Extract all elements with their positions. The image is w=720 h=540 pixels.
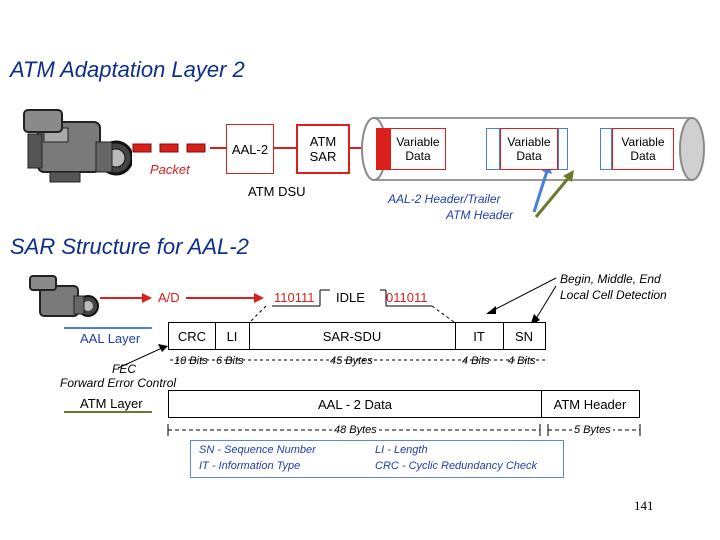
atm-sar-label: ATM SAR (309, 134, 337, 164)
field-li: LI (215, 323, 250, 349)
bits-li: 6 Bits (216, 355, 244, 367)
field-sn: SN (503, 323, 545, 349)
legend-it: IT - Information Type (199, 460, 301, 472)
aal2-data-label: AAL - 2 Data (318, 396, 392, 412)
sar-title: SAR Structure for AAL-2 (10, 234, 249, 259)
atm-header-field-label: ATM Header (553, 396, 627, 412)
legend-sn: SN - Sequence Number (199, 444, 316, 456)
aal2-label: AAL-2 (231, 141, 269, 157)
atm-header-label: ATM Header (446, 208, 514, 222)
bytes-5: 5 Bytes (572, 424, 613, 436)
field-sdu-label: SAR-SDU (322, 328, 382, 344)
flag2-label: 011011 (386, 290, 428, 305)
aal-layer-label: AAL Layer (80, 331, 141, 346)
cell-3-label: Variable Data (612, 128, 674, 170)
cell-1: Variable Data (376, 128, 446, 170)
legend-li: LI - Length (375, 444, 428, 456)
field-crc: CRC (169, 323, 216, 349)
bits-it: 4 Bits (462, 355, 490, 367)
atm-cell-row: AAL - 2 Data ATM Header (168, 390, 640, 418)
aal2-data-field: AAL - 2 Data (169, 391, 542, 417)
field-crc-label: CRC (177, 328, 207, 344)
legend-crc: CRC - Cyclic Redundancy Check (375, 460, 537, 472)
aal2-box: AAL-2 (226, 124, 274, 174)
video-camera-icon-small (28, 272, 100, 326)
sar-fields-row: CRC LI SAR-SDU IT SN (168, 322, 546, 350)
cell-2: Variable Data (486, 128, 582, 170)
idle-label: IDLE (336, 290, 365, 305)
field-sdu: SAR-SDU (249, 323, 456, 349)
bytes-48: 48 Bytes (332, 424, 379, 436)
packet-label: Packet (150, 162, 190, 177)
field-it-label: IT (473, 328, 485, 344)
page-number: 141 (634, 498, 654, 513)
top-title: ATM Adaptation Layer 2 (10, 57, 245, 82)
field-sn-label: SN (514, 328, 534, 344)
flag1-label: 110111 (274, 290, 315, 305)
field-it: IT (455, 323, 504, 349)
atm-layer-label: ATM Layer (80, 396, 143, 411)
header-trailer-label: AAL-2 Header/Trailer (388, 192, 501, 206)
bits-sdu: 45 Bytes (330, 355, 373, 367)
legend-box: SN - Sequence Number IT - Information Ty… (190, 440, 564, 478)
local-cell-label: Local Cell Detection (560, 288, 667, 302)
cell-1-label: Variable Data (390, 128, 446, 170)
begin-middle-end-label: Begin, Middle, End (560, 272, 661, 286)
bits-crc: 10 Bits (174, 355, 208, 367)
field-li-label: LI (226, 328, 238, 344)
atm-sar-box: ATM SAR (296, 124, 350, 174)
atm-header-field: ATM Header (541, 391, 639, 417)
video-camera-icon (20, 100, 132, 192)
bits-sn: 4 Bits (508, 355, 536, 367)
ad-label: A/D (158, 290, 180, 305)
atm-dsu-label: ATM DSU (248, 184, 306, 199)
cell-3: Variable Data (600, 128, 684, 170)
fec-label: FEC (112, 362, 136, 376)
cell-2-label: Variable Data (500, 128, 558, 170)
fec-full-label: Forward Error Control (60, 376, 177, 390)
